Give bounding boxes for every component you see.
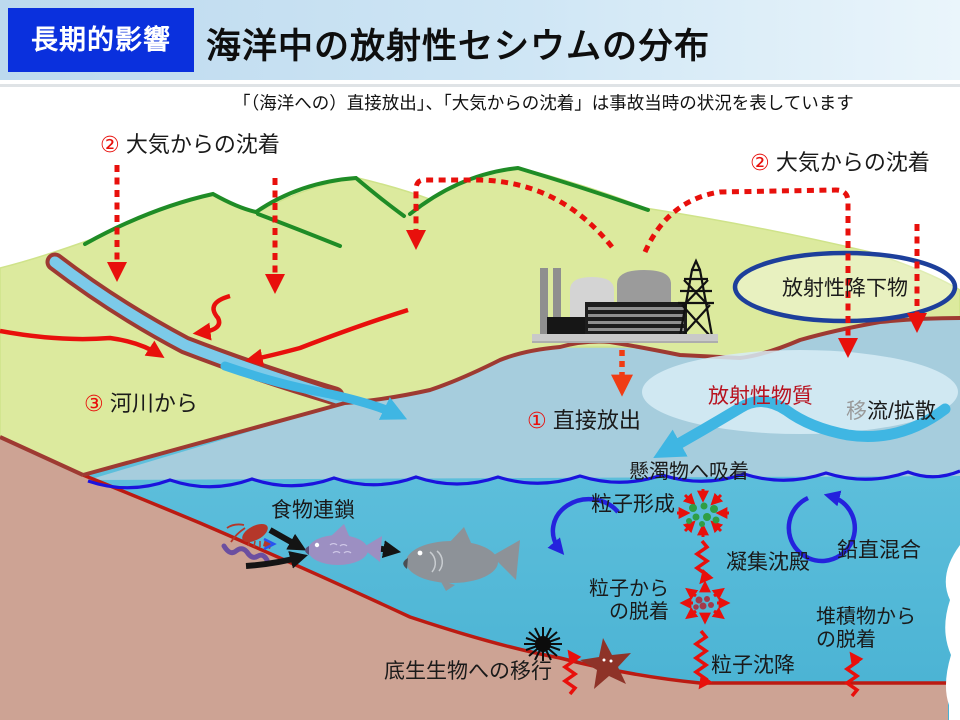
label-desorption-sediment: 堆積物から の脱着 <box>816 606 916 651</box>
label-vertical-mixing: 鉛直混合 <box>837 539 921 562</box>
starfish <box>580 638 631 689</box>
deposition-arc-left <box>406 177 614 250</box>
step-number: ② <box>750 150 770 175</box>
header-bar: 長期的影響 海洋中の放射性セシウムの分布 <box>0 0 960 80</box>
label-radioactive-substance: 放射性物質 <box>708 385 813 408</box>
food-chain-arrow <box>245 551 308 569</box>
aggregation-settling-arrow <box>693 539 714 585</box>
sea-right-edge <box>945 545 960 720</box>
inflow-arrow <box>244 307 409 367</box>
river-discharge-arrow <box>220 361 408 420</box>
particle-settling-arrow <box>692 629 713 690</box>
advection-arrow <box>653 396 951 458</box>
label-benthic-transfer: 底生生物への移行 <box>384 660 552 683</box>
subtitle-note: 「（海洋への）直接放出」、「大気からの沈着」は事故当時の状況を表しています <box>233 93 854 113</box>
chimney <box>540 268 548 334</box>
label-fallout: 放射性降下物 <box>782 276 908 300</box>
desorption-cluster <box>679 580 731 625</box>
plant-building <box>547 317 585 335</box>
sea-urchin <box>524 627 562 661</box>
small-fish <box>305 524 382 565</box>
label-river: ③ 河川から <box>84 391 198 416</box>
ridge-right <box>408 165 650 216</box>
label-particle-settling: 粒子沈降 <box>711 654 795 677</box>
sediment-desorption-arrow <box>843 651 864 698</box>
label-deposition-left: ② 大気からの沈着 <box>100 132 280 157</box>
particle-formation-cluster <box>677 489 729 537</box>
label-desorption-particles: 粒子から の脱着 <box>589 578 669 623</box>
ridge-left <box>83 191 258 246</box>
page-title: 海洋中の放射性セシウムの分布 <box>206 27 711 66</box>
category-badge: 長期的影響 <box>8 8 194 72</box>
plant-platform-edge <box>532 341 718 343</box>
step-number: ② <box>100 132 120 157</box>
chevron-icon <box>263 537 277 551</box>
inflow-arrow <box>192 293 231 341</box>
suspended-particles-green <box>686 502 720 527</box>
worm <box>221 543 270 563</box>
benthic-uptake-arrow <box>561 649 582 696</box>
turbine-hall-stripes <box>588 307 684 331</box>
header-divider <box>0 84 960 87</box>
food-chain-group <box>221 523 520 591</box>
label-aggregation-settling: 凝集沈殿 <box>726 551 810 574</box>
food-chain-arrow <box>268 527 307 551</box>
land-sediment-boundary <box>0 435 84 477</box>
label-food-chain: 食物連鎖 <box>271 499 355 522</box>
river-inflow-arrows <box>0 293 409 367</box>
inflow-arrow <box>0 328 165 358</box>
ridge-spur <box>256 212 342 248</box>
ridge-middle <box>254 175 406 218</box>
sediment <box>0 437 948 720</box>
label-particle-formation: 粒子形成 <box>591 493 675 516</box>
label-direct-release: ① 直接放出 <box>527 408 641 433</box>
label-deposition-right: ② 大気からの沈着 <box>750 150 930 175</box>
deposition-arc-right <box>642 187 858 358</box>
eddy-arrow-left <box>547 496 620 555</box>
chimney <box>553 268 561 334</box>
mountain-ridges <box>83 165 650 248</box>
label-advection-diffusion: 移流/拡散 <box>846 400 936 423</box>
plant-platform <box>532 334 718 343</box>
large-fish <box>403 527 520 591</box>
atmospheric-deposition-arrows <box>107 165 927 358</box>
fallout-ellipse <box>732 250 958 324</box>
transmission-tower <box>678 258 714 337</box>
step-number: ① <box>527 408 547 433</box>
eddy-arrow-right <box>786 490 858 564</box>
power-plant <box>532 258 718 343</box>
sea-surface-waves <box>87 469 960 490</box>
step-number: ③ <box>84 391 104 416</box>
label-adsorption-suspended: 懸濁物へ吸着 <box>629 461 749 483</box>
settling-particles-dark <box>693 596 714 610</box>
